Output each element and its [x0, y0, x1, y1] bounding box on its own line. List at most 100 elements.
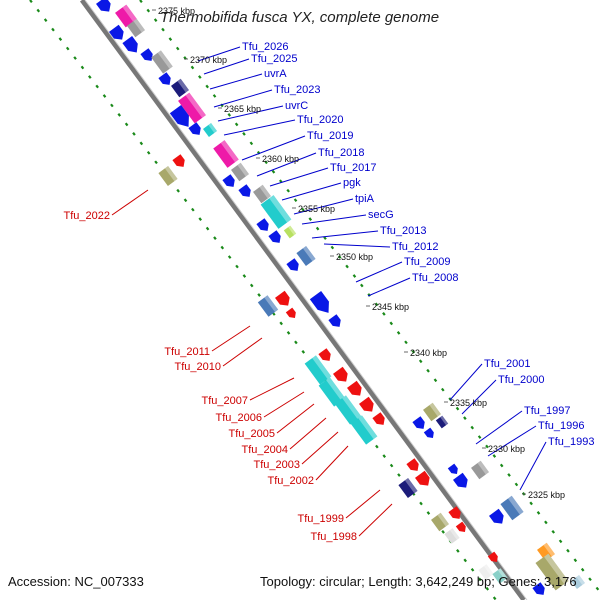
gene-feature-box [231, 162, 249, 182]
feature-shine [157, 50, 173, 69]
reverse-leader-line [211, 325, 251, 352]
forward-leader-line [241, 135, 306, 161]
gene-feature-box [127, 18, 145, 38]
feature-block [253, 184, 271, 204]
forward-gene-label: Tfu_2000 [498, 374, 544, 386]
gene-feature-box [478, 564, 494, 580]
feature-block [423, 402, 441, 422]
feature-arrow-shape [109, 24, 124, 40]
feature-shine [185, 92, 206, 118]
kbp-label: 2335 kbp [450, 398, 487, 408]
feature-block [257, 295, 279, 317]
feature-shine [358, 415, 378, 440]
forward-leader-line [269, 167, 329, 187]
feature-block [158, 166, 178, 186]
gene-feature-arrow [489, 508, 504, 524]
feature-block [500, 495, 524, 521]
genome-title: Thermobifida fusca YX, complete genome [160, 9, 440, 26]
feature-arrow-shape [455, 521, 466, 533]
reverse-gene-label: Tfu_2010 [175, 361, 221, 373]
feature-arrow-shape [447, 463, 458, 475]
gene-feature-box [158, 166, 178, 186]
feature-shine [543, 542, 555, 557]
forward-gene-label: Tfu_2009 [404, 256, 450, 268]
genome-backbone [79, 0, 527, 600]
feature-block [435, 415, 449, 429]
feature-block [260, 195, 292, 229]
genome-backbone-highlight [84, 0, 528, 600]
forward-gene-label: Tfu_2020 [297, 114, 343, 126]
forward-gene-label: Tfu_1996 [538, 420, 584, 432]
feature-arrow-shape [333, 366, 348, 382]
gene-feature-arrow [412, 416, 425, 429]
gene-feature-box [500, 495, 524, 521]
forward-leader-line [209, 73, 263, 90]
feature-shine [269, 195, 292, 223]
reverse-leader-line [315, 445, 349, 481]
feature-arrow-shape [347, 380, 362, 396]
gene-feature-arrow [122, 36, 138, 53]
gene-feature-arrow [169, 104, 189, 127]
forward-gene-label: Tfu_1997 [524, 405, 570, 417]
forward-leader-line [293, 198, 354, 215]
gene-feature-arrow [268, 230, 281, 243]
feature-shine [288, 225, 297, 236]
forward-gene-label: Tfu_2001 [484, 358, 530, 370]
feature-shine [437, 512, 449, 527]
feature-block [178, 92, 206, 124]
gene-feature-arrow [532, 582, 545, 595]
feature-block [304, 355, 332, 385]
feature-arrow-shape [172, 154, 185, 167]
gene-feature-arrow [372, 412, 385, 425]
gene-feature-box [213, 140, 239, 168]
forward-gene-label: Tfu_2008 [412, 272, 458, 284]
reverse-gene-label: Tfu_2005 [229, 428, 275, 440]
gene-feature-box [318, 377, 346, 407]
feature-shine [576, 575, 585, 586]
feature-block [127, 18, 145, 38]
forward-leader-line [213, 89, 273, 108]
forward-leader-line [311, 230, 379, 239]
kbp-label: 2375 kbp [158, 6, 195, 16]
forward-leader-line [323, 243, 391, 248]
feature-arrow-shape [222, 174, 235, 187]
forward-leader-line [301, 214, 367, 225]
forward-leader-line [487, 425, 537, 457]
kbp-label: 2330 kbp [488, 444, 525, 454]
gene-feature-box [334, 395, 362, 425]
feature-arrow-shape [423, 427, 434, 439]
gene-feature-arrow [222, 174, 235, 187]
forward-gene-label: Tfu_2023 [274, 84, 320, 96]
gene-feature-box [398, 478, 418, 498]
gene-feature-box [571, 575, 585, 589]
forward-gene-label: Tfu_2013 [380, 225, 426, 237]
forward-gene-label: Tfu_2025 [251, 53, 297, 65]
gene-feature-arrow [359, 396, 374, 412]
forward-leader-line [475, 410, 523, 445]
reverse-leader-line [289, 417, 327, 450]
forward-gene-label: secG [368, 209, 394, 221]
reverse-leader-line [222, 337, 263, 367]
feature-block [115, 4, 137, 28]
forward-leader-line [203, 58, 250, 75]
feature-arrow-shape [286, 258, 299, 271]
forward-gene-label: Tfu_2017 [330, 162, 376, 174]
kbp-label: 2365 kbp [224, 104, 261, 114]
gene-feature-arrow [453, 472, 468, 488]
gene-feature-box [535, 553, 569, 591]
forward-gene-label: uvrC [285, 100, 308, 112]
feature-shine [483, 564, 494, 576]
feature-shine [237, 162, 249, 177]
feature-arrow-shape [256, 218, 269, 231]
forward-gene-label: tpiA [355, 193, 375, 205]
reverse-leader-line [263, 391, 305, 418]
kbp-label: 2360 kbp [262, 154, 299, 164]
gene-feature-box [304, 355, 332, 385]
feature-arrow-shape [188, 122, 201, 135]
forward-leader-line [519, 441, 547, 491]
forward-leader-line [217, 105, 284, 122]
outer-guide-line [139, 0, 600, 593]
feature-shine [122, 4, 137, 22]
feature-block [171, 78, 189, 98]
